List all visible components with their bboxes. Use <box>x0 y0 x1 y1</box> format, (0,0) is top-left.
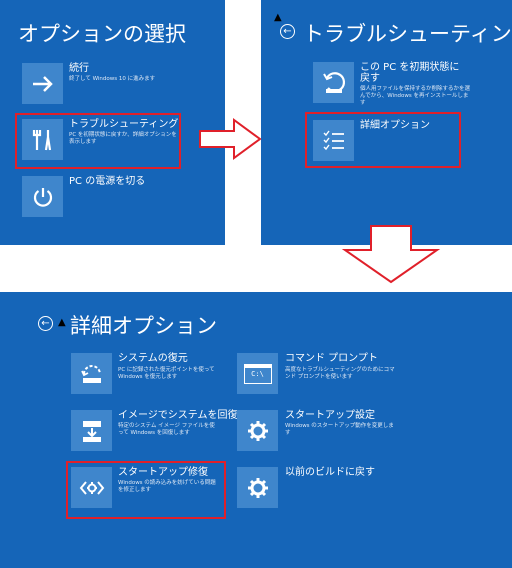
power-icon <box>22 176 63 217</box>
option-label: イメージでシステムを回復 <box>118 410 238 421</box>
command-prompt-icon: C:\ <box>237 353 278 394</box>
option-label: PC の電源を切る <box>69 176 146 187</box>
troubleshoot-screen: ▲ ← トラブルシューティング この PC を初期状態に戻す 個人用ファイルを保… <box>261 0 512 245</box>
startup-repair-icon <box>71 467 112 508</box>
gear-icon <box>237 410 278 451</box>
arrow-right-indicator <box>199 118 262 160</box>
highlight-box <box>66 461 226 519</box>
option-desc: 終了して Windows 10 に進みます <box>69 76 156 82</box>
option-label: 以前のビルドに戻す <box>285 467 375 478</box>
option-label: コマンド プロンプト <box>285 353 378 364</box>
option-label: システムの復元 <box>118 353 188 364</box>
reset-icon <box>313 62 354 103</box>
option-desc: Windows のスタートアップ動作を変更します <box>285 423 394 436</box>
option-desc: 個人用ファイルを保持するか削除するかを選んでから、Windows を再インストー… <box>360 86 471 106</box>
advanced-options-screen: ← ▲ 詳細オプション システムの復元 PC に記録された復元ポイントを使って … <box>0 292 512 568</box>
back-arrow-icon[interactable]: ← <box>280 24 295 39</box>
option-label: 続行 <box>69 63 89 74</box>
gear-icon <box>237 467 278 508</box>
page-title: 詳細オプション <box>70 314 217 338</box>
cmd-icon-text: C:\ <box>243 363 272 384</box>
mouse-cursor-icon: ▲ <box>274 12 282 23</box>
option-desc: PC を初期状態に戻すか、詳細オプションを表示します <box>69 132 177 145</box>
checklist-icon <box>313 120 354 161</box>
option-desc: 高度なトラブルシューティングのためにコマンド プロンプトを使います <box>285 367 395 380</box>
option-label: スタートアップ設定 <box>285 410 375 421</box>
option-label: トラブルシューティング <box>69 119 179 130</box>
option-label: スタートアップ修復 <box>118 467 208 478</box>
arrow-right-icon <box>22 63 63 104</box>
page-title: トラブルシューティング <box>303 22 512 46</box>
mouse-cursor-icon: ▲ <box>58 317 66 328</box>
highlight-box <box>305 112 461 168</box>
image-recovery-icon <box>71 410 112 451</box>
arrow-down-indicator <box>341 225 441 284</box>
choose-option-screen: オプションの選択 続行 終了して Windows 10 に進みます トラブルシュ… <box>0 0 225 245</box>
option-label: 詳細オプション <box>360 120 430 131</box>
option-desc: PC に記録された復元ポイントを使って Windows を復元します <box>118 367 215 380</box>
page-title: オプションの選択 <box>18 22 186 46</box>
restore-icon <box>71 353 112 394</box>
back-arrow-icon[interactable]: ← <box>38 316 53 331</box>
highlight-box <box>15 113 181 169</box>
option-desc: 特定のシステム イメージ ファイルを使って Windows を回復します <box>118 423 215 436</box>
tools-icon <box>22 119 63 160</box>
option-desc: Windows の読み込みを妨げている問題を修正します <box>118 480 216 493</box>
option-label: この PC を初期状態に戻す <box>360 62 460 84</box>
